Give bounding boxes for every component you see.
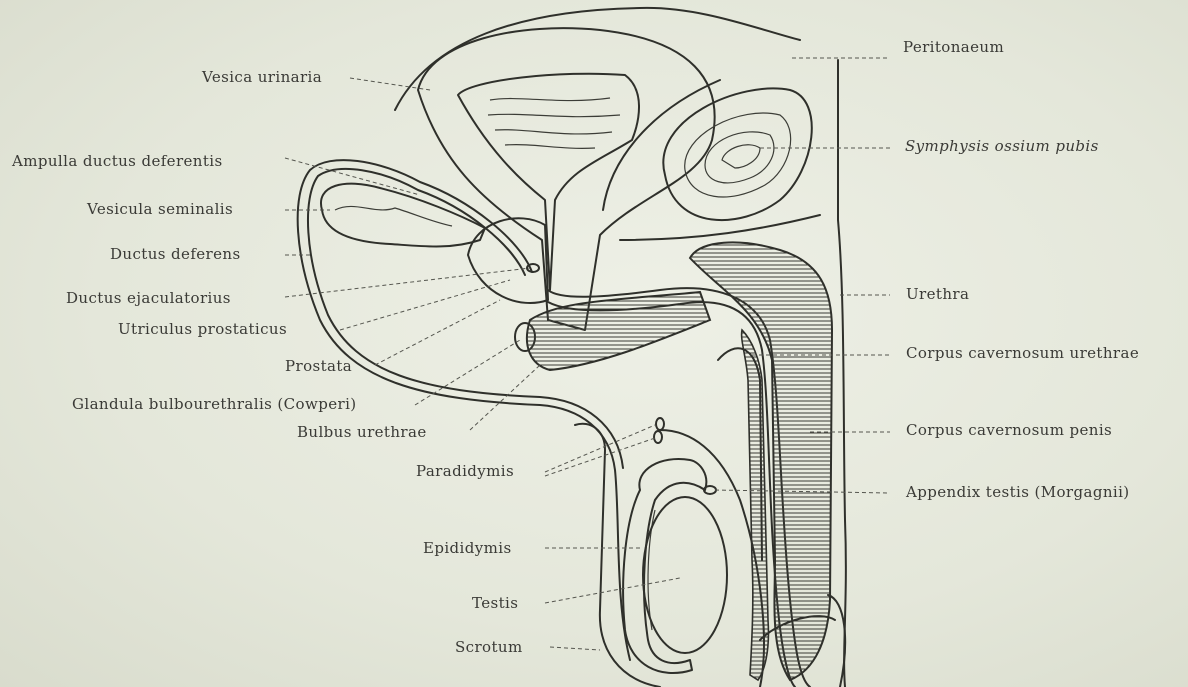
testis-shape	[643, 497, 727, 653]
label-prostata: Prostata	[285, 357, 352, 375]
label-corpus-cav-penis: Corpus cavernosum penis	[906, 421, 1112, 439]
body-wall-outline	[838, 60, 846, 687]
label-corpus-cav-urethrae: Corpus cavernosum urethrae	[906, 344, 1139, 362]
label-ductus-ejaculatorius: Ductus ejaculatorius	[66, 289, 231, 307]
label-testis: Testis	[472, 594, 518, 612]
label-vesica-urinaria: Vesica urinaria	[202, 68, 322, 86]
seminal-vesicle	[321, 184, 485, 247]
epididymis-shape	[623, 459, 706, 673]
label-epididymis: Epididymis	[423, 539, 512, 557]
label-scrotum: Scrotum	[455, 638, 523, 656]
label-appendix-testis: Appendix testis (Morgagnii)	[906, 483, 1130, 501]
label-paradidymis: Paradidymis	[416, 462, 514, 480]
prostate	[468, 218, 548, 303]
label-symphysis: Symphysis ossium pubis	[905, 137, 1099, 155]
paradidymis-shape-2	[654, 431, 662, 443]
label-ductus-deferens: Ductus deferens	[110, 245, 241, 263]
paradidymis-shape-1	[656, 418, 664, 430]
bladder-lumen	[458, 74, 639, 290]
label-urethra: Urethra	[906, 285, 969, 303]
label-glandula-bulbo: Glandula bulbourethralis (Cowperi)	[72, 395, 357, 413]
pubic-symphysis	[663, 88, 811, 220]
peritoneum-line	[395, 8, 800, 110]
label-ampulla: Ampulla ductus deferentis	[12, 152, 223, 170]
label-vesicula-seminalis: Vesicula seminalis	[87, 200, 233, 218]
label-utriculus: Utriculus prostaticus	[118, 320, 287, 338]
label-bulbus-urethrae: Bulbus urethrae	[297, 423, 427, 441]
bladder-folds	[488, 98, 620, 148]
label-peritonaeum: Peritonaeum	[903, 38, 1004, 56]
